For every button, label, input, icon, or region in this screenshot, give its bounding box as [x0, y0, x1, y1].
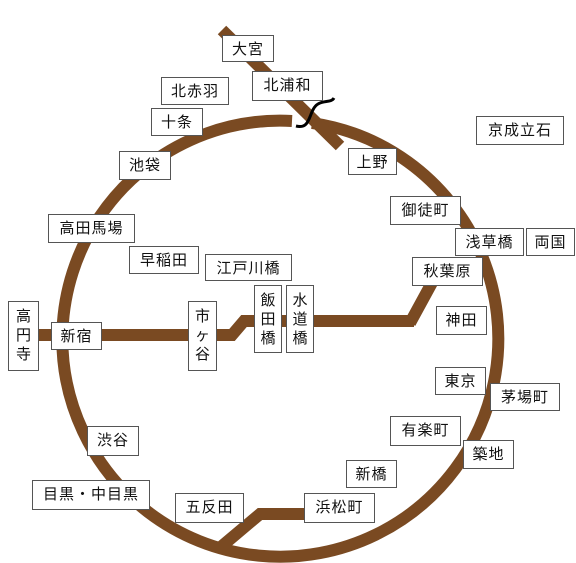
station-hamamatsucho: 浜松町: [304, 493, 375, 523]
station-shinjuku: 新宿: [51, 322, 102, 350]
station-keisei-tateishi: 京成立石: [476, 116, 564, 145]
station-ichigaya-label: 市ヶ谷: [195, 307, 212, 363]
station-tokyo: 東京: [435, 367, 486, 395]
station-takadanobaba: 高田馬場: [48, 214, 135, 243]
station-waseda: 早稲田: [129, 246, 199, 274]
station-kayabacho: 茅場町: [490, 383, 560, 411]
station-iidabashi: 飯田橋: [254, 285, 282, 353]
station-asakusabashi: 浅草橋: [455, 228, 524, 256]
station-akihabara: 秋葉原: [412, 257, 483, 286]
station-ryogoku: 両国: [526, 228, 575, 256]
station-koenji-label: 高円寺: [16, 307, 33, 363]
station-shibuya: 渋谷: [87, 426, 139, 456]
station-ueno: 上野: [348, 148, 397, 175]
station-ichigaya: 市ヶ谷: [188, 301, 217, 371]
station-yurakucho: 有楽町: [390, 416, 461, 446]
station-omiya: 大宮: [222, 35, 274, 62]
station-suidobashi-label: 水道橋: [292, 291, 309, 347]
station-shinbashi: 新橋: [346, 460, 397, 488]
station-okachimachi: 御徒町: [390, 196, 461, 225]
station-meguro-nakameguro: 目黒・中目黒: [32, 480, 150, 510]
south-branch-track: [218, 508, 320, 551]
crossing-mark: [295, 97, 336, 128]
station-tsukiji: 築地: [463, 440, 514, 469]
station-ikebukuro: 池袋: [119, 151, 171, 180]
station-gotanda: 五反田: [175, 493, 244, 523]
central-line-track: [15, 315, 414, 341]
station-kita-urawa: 北浦和: [252, 71, 323, 101]
station-kanda: 神田: [436, 306, 487, 335]
station-kita-akabane: 北赤羽: [161, 77, 229, 105]
station-edogawabashi: 江戸川橋: [205, 254, 292, 281]
station-iidabashi-label: 飯田橋: [260, 291, 277, 347]
station-jujo: 十条: [151, 108, 203, 136]
station-koenji: 高円寺: [8, 301, 39, 371]
station-suidobashi: 水道橋: [286, 285, 314, 353]
